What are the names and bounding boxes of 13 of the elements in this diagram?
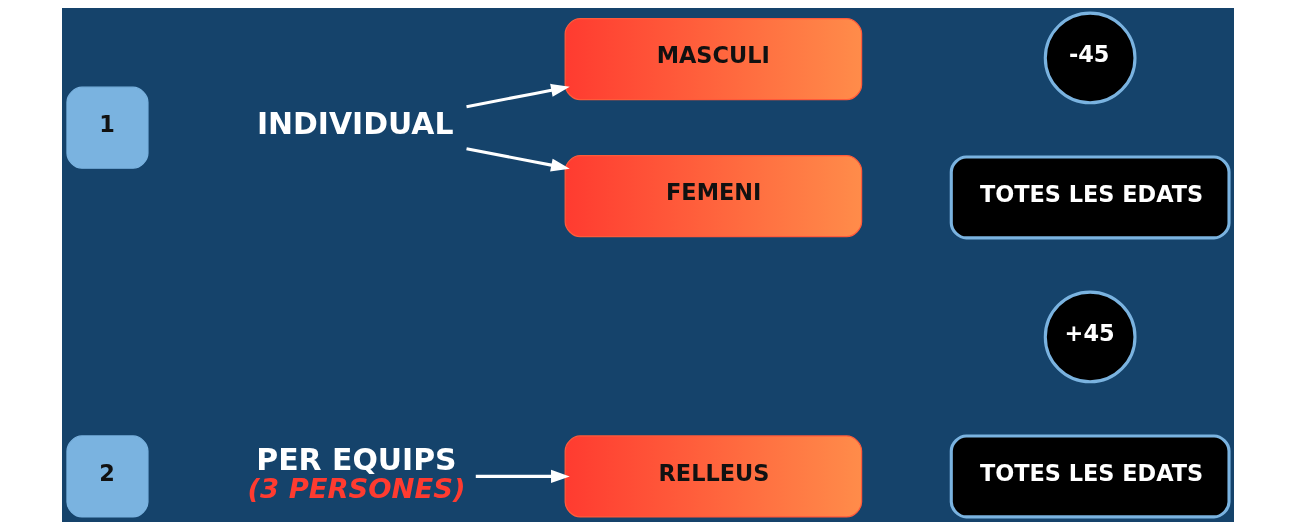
arrow	[475, 469, 570, 483]
node-box: 2	[65, 435, 149, 518]
node-text: INDIVIDUAL	[256, 106, 453, 142]
node-box: MASCULI	[564, 18, 862, 101]
arrow	[465, 147, 570, 172]
node-box: TOTES LES EDATS	[949, 434, 1231, 519]
arrow	[465, 83, 570, 109]
node-circle: +45	[1043, 290, 1137, 384]
node-box: TOTES LES EDATS	[949, 155, 1231, 240]
node-box: RELLEUS	[564, 435, 862, 518]
node-box: FEMENI	[564, 155, 862, 238]
node-circle: -45	[1043, 11, 1137, 105]
node-box: 1	[65, 86, 149, 169]
